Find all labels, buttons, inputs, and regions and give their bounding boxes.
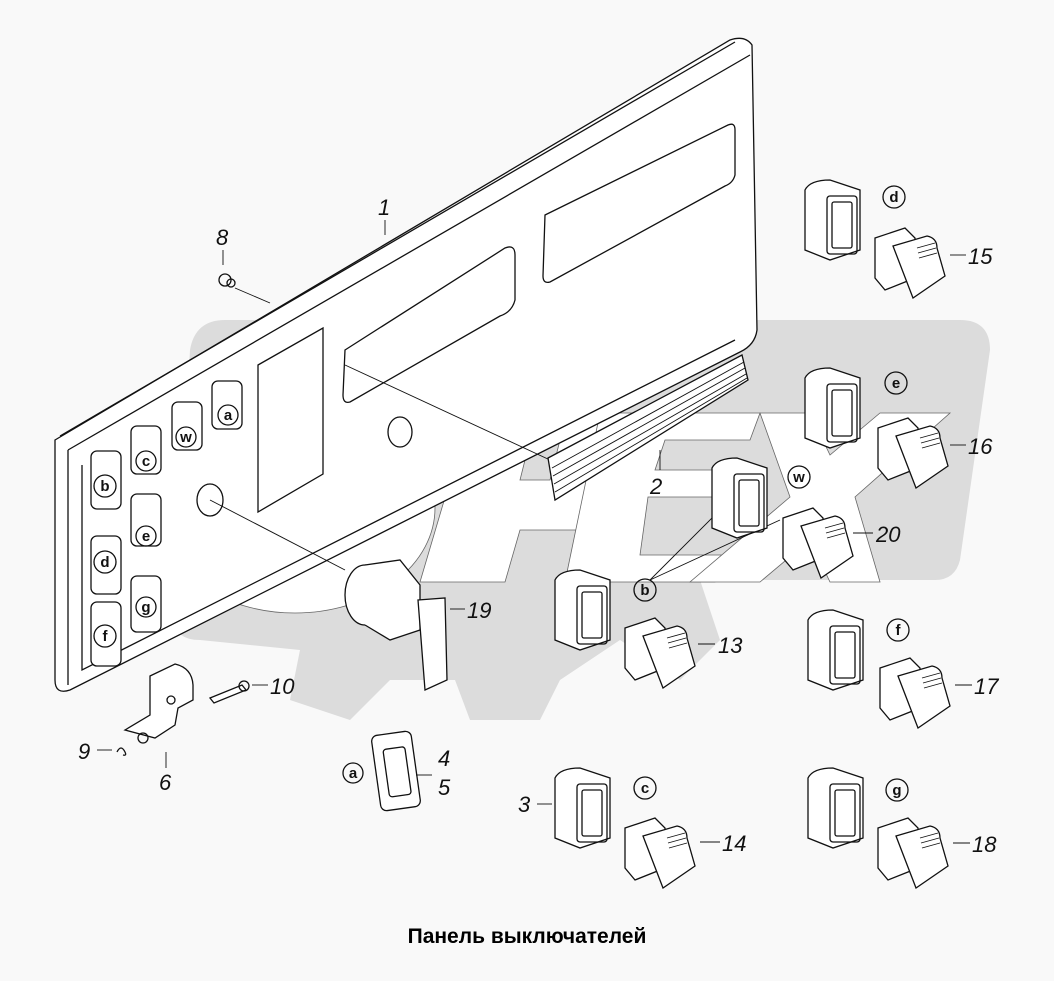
callout-16: 16 bbox=[968, 434, 993, 459]
panel-key-g: g bbox=[141, 599, 150, 616]
callout-19: 19 bbox=[467, 598, 491, 623]
switch-keys: d e w b f c g a bbox=[349, 189, 902, 799]
panel-key-f: f bbox=[103, 628, 109, 645]
trim-strip bbox=[547, 354, 749, 502]
panel-key-d: d bbox=[100, 554, 109, 571]
diagram-caption: Панель выключателей bbox=[407, 925, 647, 948]
switch-key-a: a bbox=[349, 765, 358, 782]
switch-key-f: f bbox=[896, 622, 902, 639]
rocker-switch bbox=[874, 227, 946, 300]
switch-frame bbox=[804, 367, 861, 449]
panel-button-keys: a w c b e d g f bbox=[100, 407, 232, 645]
switch-frame bbox=[807, 609, 864, 691]
rotary-switch bbox=[344, 559, 448, 691]
switch-key-b: b bbox=[640, 582, 649, 599]
panel-key-a: a bbox=[224, 407, 233, 424]
callout-18: 18 bbox=[972, 832, 997, 857]
callout-1: 1 bbox=[378, 195, 390, 220]
callout-15: 15 bbox=[968, 244, 993, 269]
callout-10: 10 bbox=[270, 674, 295, 699]
switch-key-circles bbox=[342, 185, 910, 802]
switch-key-d: d bbox=[889, 189, 898, 206]
pin bbox=[208, 680, 250, 704]
switch-frame bbox=[807, 767, 864, 849]
callout-numbers: 1 2 3 4 5 6 8 9 10 13 14 15 16 17 18 19 … bbox=[78, 195, 999, 857]
switch-key-g: g bbox=[892, 782, 901, 799]
panel-key-c: c bbox=[142, 453, 150, 470]
callout-8: 8 bbox=[216, 225, 229, 250]
callout-5: 5 bbox=[438, 775, 451, 800]
switch-key-w: w bbox=[792, 469, 805, 486]
rocker-switch bbox=[624, 817, 696, 890]
rocker-switch bbox=[782, 507, 854, 580]
blank-plug bbox=[371, 730, 421, 812]
panel-key-w: w bbox=[179, 429, 192, 446]
rocker-switch bbox=[877, 417, 949, 490]
callout-14: 14 bbox=[722, 831, 746, 856]
panel-key-e: e bbox=[142, 528, 150, 545]
clip bbox=[116, 747, 127, 756]
callout-9: 9 bbox=[78, 739, 90, 764]
switch-frame bbox=[554, 569, 611, 651]
rocker-switch bbox=[877, 817, 949, 890]
switch-frame bbox=[804, 179, 861, 261]
callout-2: 2 bbox=[649, 474, 662, 499]
bracket bbox=[123, 663, 194, 744]
screw bbox=[218, 273, 236, 288]
switch-frame bbox=[554, 767, 611, 849]
panel-key-b: b bbox=[100, 478, 109, 495]
callout-13: 13 bbox=[718, 633, 743, 658]
switch-frame bbox=[711, 457, 768, 539]
callout-3: 3 bbox=[518, 792, 531, 817]
switch-key-c: c bbox=[641, 780, 649, 797]
switch-sets bbox=[554, 179, 951, 890]
callout-4: 4 bbox=[438, 746, 450, 771]
switch-panel bbox=[54, 37, 758, 692]
callout-20: 20 bbox=[875, 522, 901, 547]
rocker-switch bbox=[879, 657, 951, 730]
rocker-switch bbox=[624, 617, 696, 690]
panel-buttons bbox=[90, 380, 243, 667]
callout-6: 6 bbox=[159, 770, 172, 795]
callout-leaders bbox=[97, 254, 972, 844]
callout-17: 17 bbox=[974, 674, 999, 699]
switch-key-e: e bbox=[892, 375, 900, 392]
